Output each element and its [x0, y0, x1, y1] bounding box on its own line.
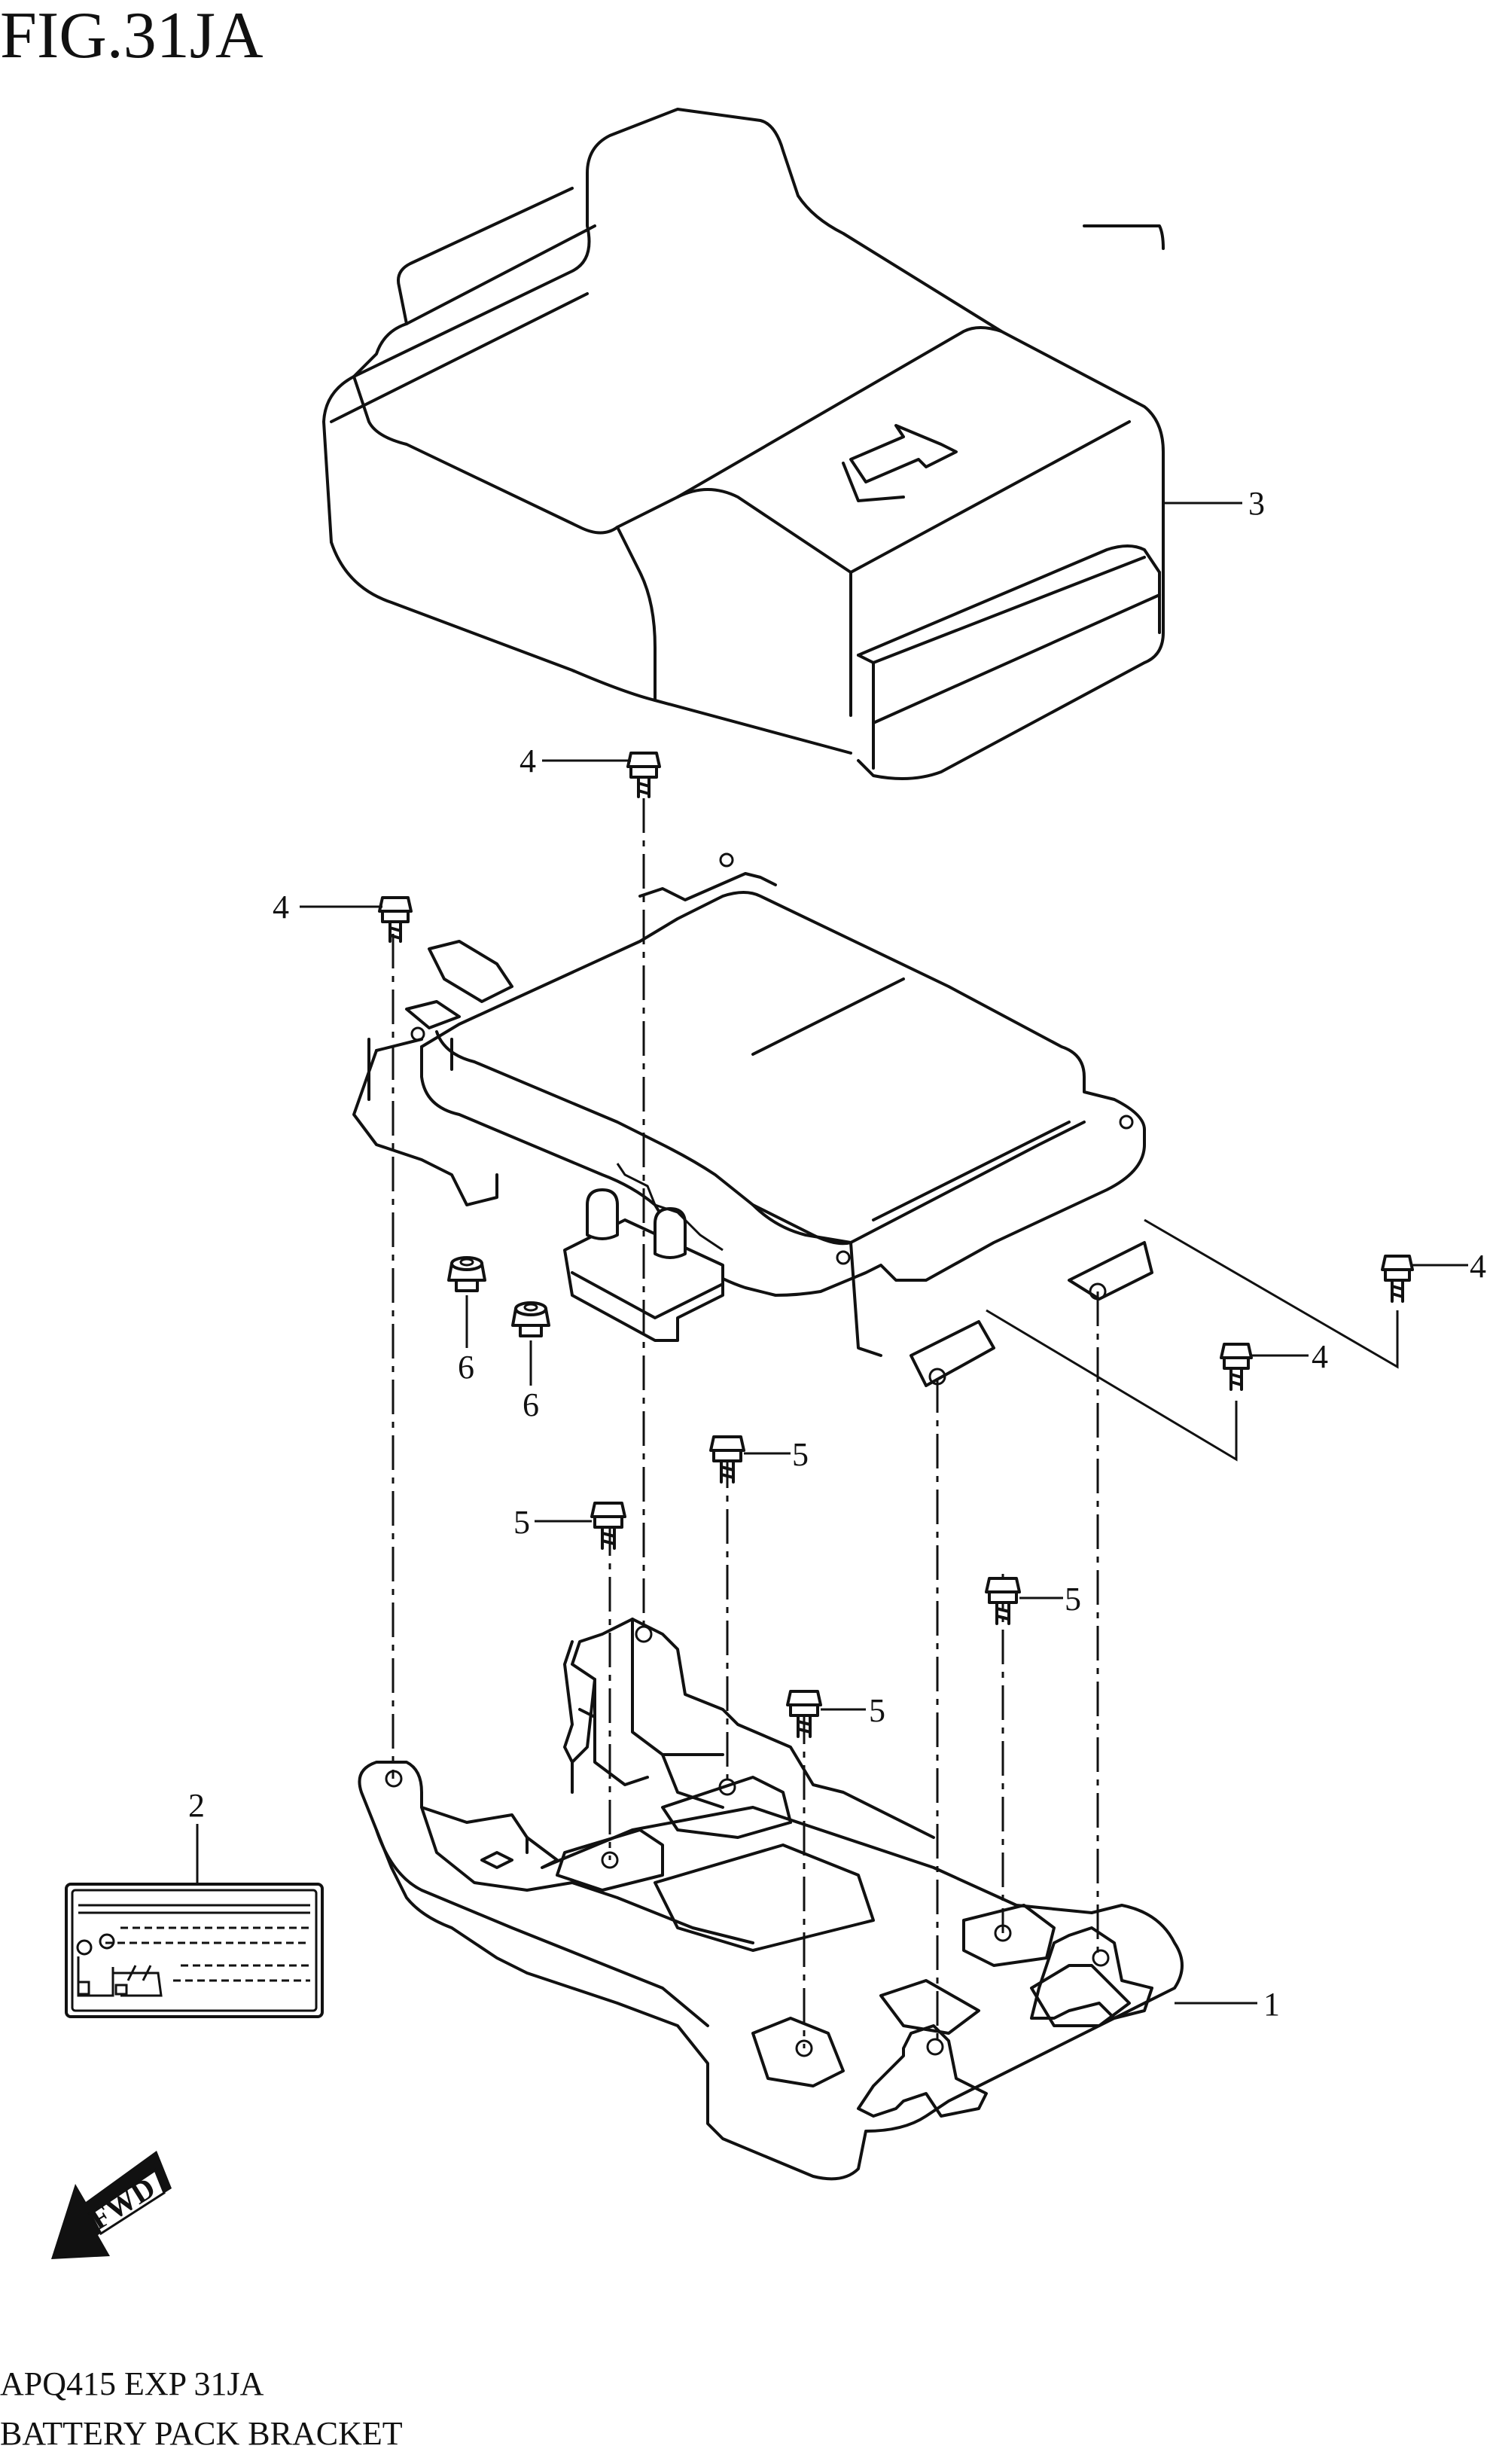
bolt-4d-guide: [986, 1309, 1238, 1462]
battery-pack: [352, 852, 1153, 1387]
nut-6a: [447, 1256, 486, 1292]
callout-2: 2: [188, 1787, 205, 1824]
callout-6b: 6: [523, 1386, 539, 1423]
callout-4d: 4: [1312, 1338, 1328, 1375]
callout-6a: 6: [458, 1349, 474, 1386]
callout-5b: 5: [513, 1504, 530, 1541]
bolt-4b: [378, 896, 413, 943]
bracket-tray: [358, 1618, 1184, 2181]
bolt-4d: [1220, 1343, 1253, 1391]
caution-label: [65, 1883, 324, 2018]
footer-name: BATTERY PACK BRACKET: [0, 2415, 403, 2452]
figure-title: FIG.31JA: [0, 0, 264, 72]
bolt-4c: [1381, 1255, 1414, 1303]
nut-6b: [511, 1301, 550, 1337]
bolt-4a: [626, 752, 661, 798]
bolt-4c-guide: [1144, 1218, 1399, 1369]
callout-5c: 5: [1065, 1581, 1081, 1618]
bolt-5d: [786, 1690, 822, 1738]
callout-4c: 4: [1470, 1248, 1486, 1285]
battery-cover: [322, 108, 1165, 780]
alignment-lines: [392, 798, 1099, 2048]
callout-4a: 4: [520, 743, 536, 779]
bolt-5a: [709, 1435, 745, 1484]
bolt-5c: [985, 1577, 1021, 1625]
callout-5d: 5: [869, 1692, 885, 1729]
callout-4b: 4: [273, 889, 289, 926]
bolt-5b: [590, 1502, 626, 1550]
callout-5a: 5: [792, 1436, 809, 1473]
footer-code: APQ415 EXP 31JA: [0, 2365, 264, 2402]
callout-3: 3: [1248, 485, 1265, 522]
callout-1: 1: [1263, 1986, 1280, 2023]
forward-arrow-icon: FWD: [51, 2151, 172, 2259]
